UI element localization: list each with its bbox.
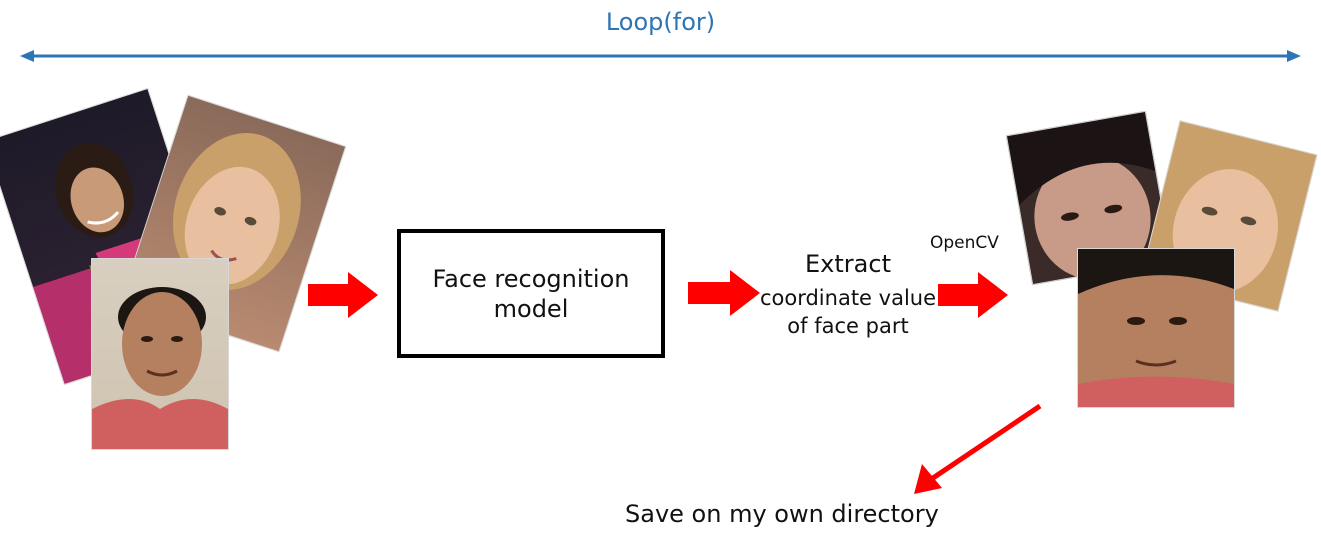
input-photo-blonde-girl (120, 94, 347, 353)
arrow-to-model (308, 272, 378, 318)
blonde-face-icon (172, 132, 301, 290)
cropped-face-man (1077, 248, 1235, 408)
loop-double-arrow (20, 50, 1301, 62)
model-label-line1: Face recognition (432, 264, 630, 293)
man-face-icon (92, 287, 228, 449)
arrow-to-crops (938, 272, 1008, 318)
face-recognition-model-box: Face recognition model (397, 229, 665, 358)
opencv-label: OpenCV (930, 233, 999, 253)
loop-label: Loop(for) (605, 8, 716, 36)
extract-title: Extract (805, 250, 891, 278)
save-label: Save on my own directory (625, 500, 939, 528)
extract-line2: of face part (787, 314, 909, 338)
man-crop-icon (1078, 249, 1234, 407)
extract-line1: coordinate value (759, 286, 937, 310)
arrow-to-save (914, 403, 1042, 494)
input-photo-man (91, 258, 229, 450)
model-label-line2: model (493, 294, 569, 323)
extract-description: coordinate value of face part (748, 284, 948, 340)
arrow-to-extract (688, 270, 760, 316)
